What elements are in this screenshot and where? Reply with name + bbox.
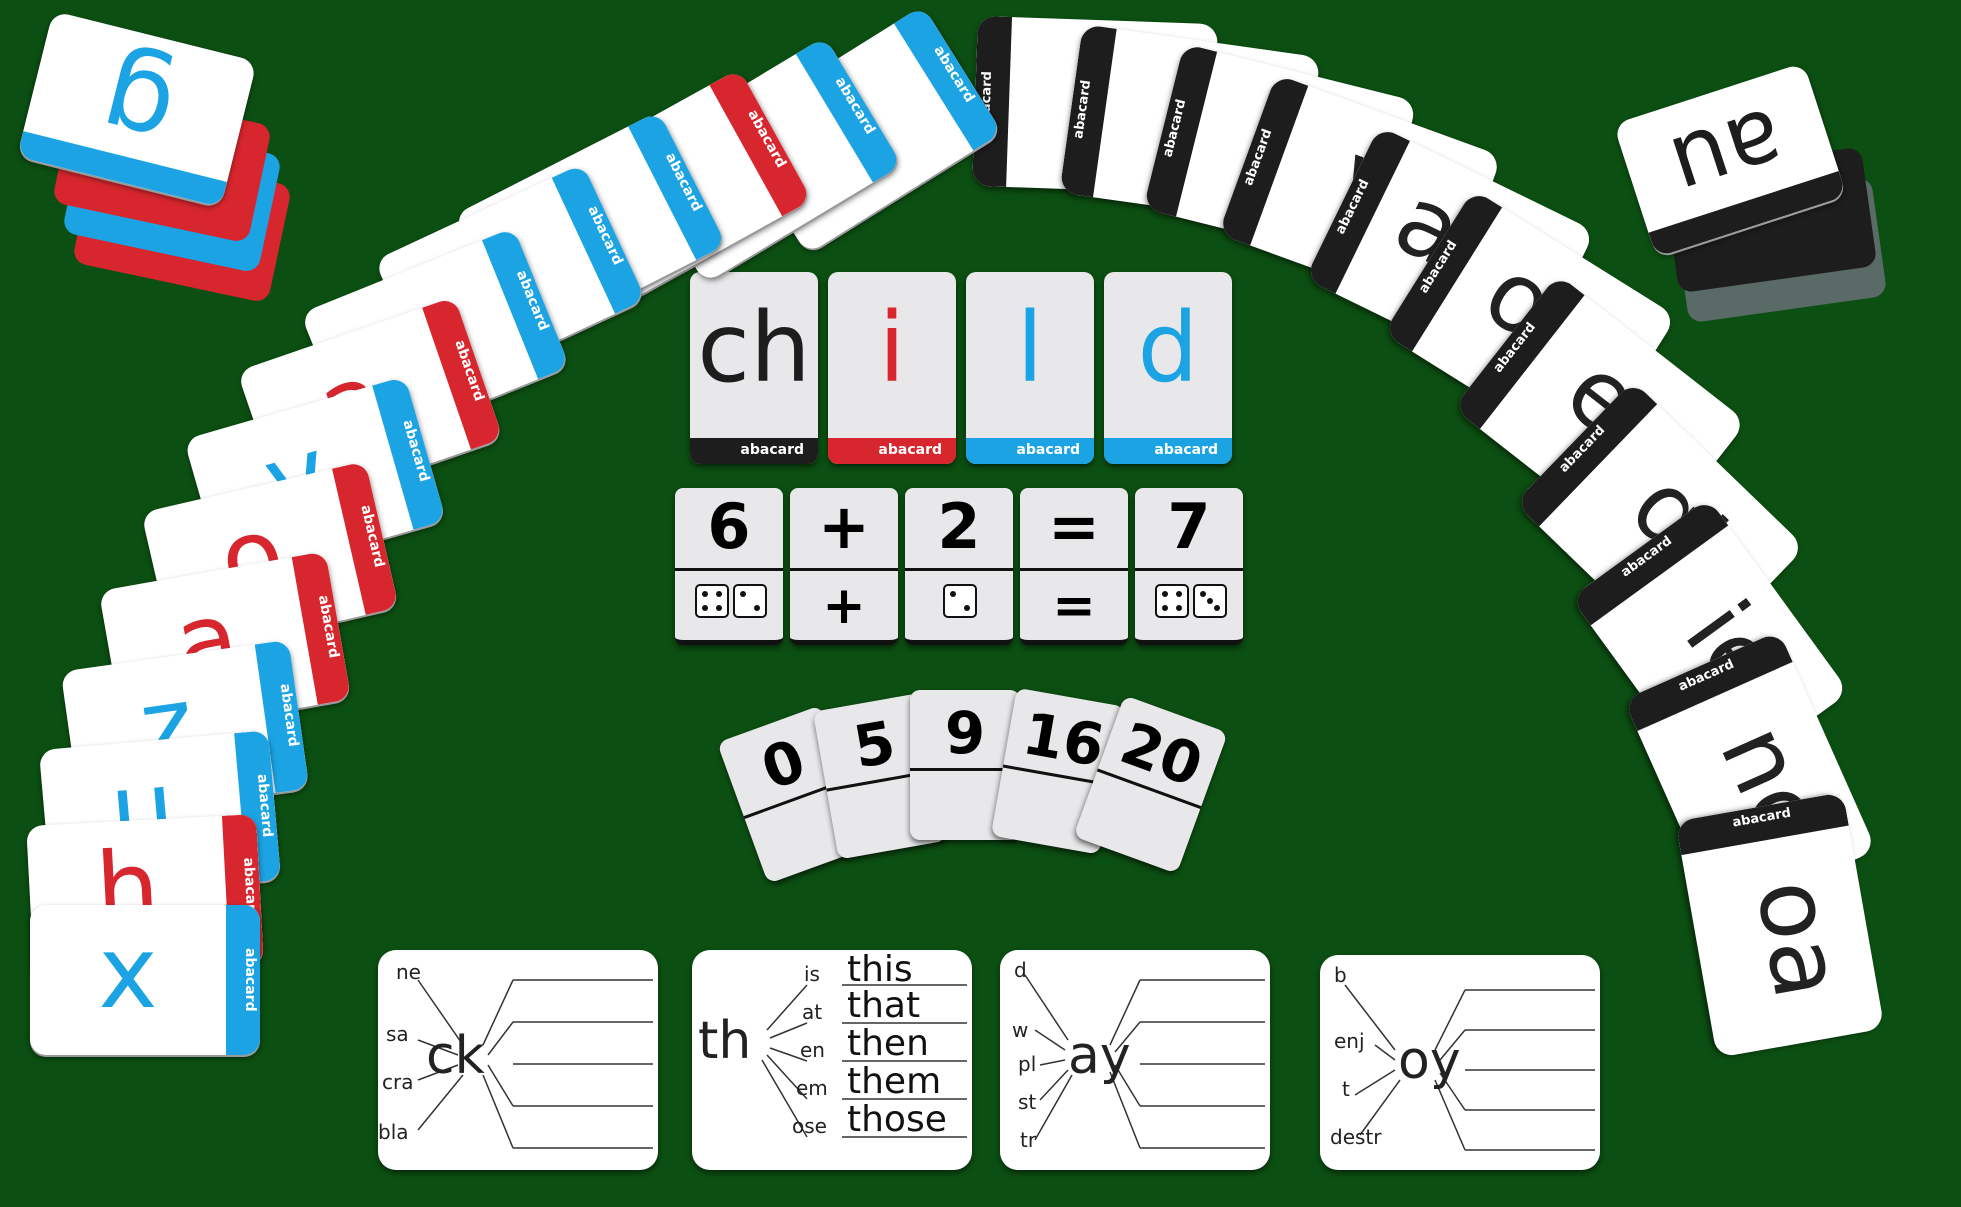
ws-prefix: ose bbox=[792, 1114, 827, 1138]
math-card-2: 2 bbox=[905, 488, 1013, 645]
math-symbol: = bbox=[1048, 490, 1100, 563]
worksheet-th: th is at en em ose this that then them t… bbox=[692, 950, 972, 1170]
left-card-stack: g bbox=[12, 10, 293, 314]
ws-prefix: bla bbox=[378, 1120, 409, 1144]
ws-prefix: en bbox=[800, 1038, 825, 1062]
ws-center: oy bbox=[1398, 1031, 1461, 1091]
brand-label: abacard bbox=[1154, 442, 1218, 458]
ws-center: th bbox=[698, 1011, 752, 1071]
word-letter: ch bbox=[697, 292, 811, 404]
ws-prefix: b bbox=[1334, 963, 1347, 987]
ws-prefix: ne bbox=[396, 960, 421, 984]
dice-four-icon bbox=[1155, 584, 1189, 618]
math-card-plus: + + bbox=[790, 488, 898, 645]
worksheet-ck: ne sa cra bla ck bbox=[378, 950, 658, 1170]
math-card-equals: = = bbox=[1020, 488, 1128, 645]
dice-two-icon bbox=[733, 584, 767, 618]
brand-label: abacard bbox=[242, 948, 258, 1012]
word-card-2: i abacard bbox=[828, 272, 956, 464]
math-symbol-lower: = bbox=[1052, 576, 1096, 636]
ws-word: those bbox=[847, 1099, 947, 1140]
math-symbol: + bbox=[818, 490, 870, 563]
math-symbol: 6 bbox=[707, 490, 751, 563]
brand-label: abacard bbox=[878, 442, 942, 458]
number-value: 9 bbox=[944, 699, 986, 767]
ws-prefix: pl bbox=[1018, 1052, 1037, 1076]
ws-prefix: t bbox=[1342, 1077, 1350, 1101]
word-card-3: l abacard bbox=[966, 272, 1094, 464]
left-arc-card: abacard x bbox=[30, 905, 260, 1055]
math-card-6: 6 bbox=[675, 488, 783, 645]
worksheet-ay: d w pl st tr ay bbox=[1000, 950, 1270, 1170]
card-letter: x bbox=[98, 914, 158, 1031]
word-letter: d bbox=[1137, 292, 1199, 404]
dice-two-icon bbox=[943, 584, 977, 618]
ws-prefix: destr bbox=[1330, 1125, 1382, 1149]
word-letter: l bbox=[1016, 292, 1044, 404]
ws-prefix: st bbox=[1018, 1090, 1037, 1114]
ws-prefix: em bbox=[796, 1076, 828, 1100]
math-symbol-lower: + bbox=[822, 576, 866, 636]
ws-word: that bbox=[847, 985, 921, 1026]
math-symbol: 2 bbox=[937, 490, 981, 563]
ws-word: them bbox=[847, 1061, 942, 1102]
math-symbol: 7 bbox=[1167, 490, 1211, 563]
ws-prefix: d bbox=[1014, 958, 1027, 982]
ws-word: this bbox=[847, 949, 913, 990]
ws-prefix: enj bbox=[1334, 1029, 1365, 1053]
ws-prefix: at bbox=[802, 1000, 823, 1024]
math-card-7: 7 bbox=[1135, 488, 1243, 645]
ws-prefix: is bbox=[804, 962, 820, 986]
brand-label: abacard bbox=[740, 442, 804, 458]
ws-word: then bbox=[847, 1023, 929, 1064]
card-letter: oa bbox=[1734, 871, 1866, 1007]
number-card-9: 9 bbox=[910, 690, 1020, 840]
word-card-1: ch abacard bbox=[690, 272, 818, 464]
ws-center: ck bbox=[426, 1026, 485, 1086]
word-letter: i bbox=[878, 292, 906, 404]
dice-three-icon bbox=[1193, 584, 1227, 618]
word-card-4: d abacard bbox=[1104, 272, 1232, 464]
ws-prefix: sa bbox=[386, 1022, 409, 1046]
number-value: 20 bbox=[1112, 708, 1212, 801]
brand-label: abacard bbox=[1016, 442, 1080, 458]
dice-four-icon bbox=[695, 584, 729, 618]
ws-prefix: cra bbox=[382, 1070, 414, 1094]
ws-center: ay bbox=[1068, 1026, 1131, 1086]
left-stack-top-card: g bbox=[16, 10, 258, 208]
ws-prefix: w bbox=[1012, 1018, 1029, 1042]
worksheet-oy: b enj t destr oy bbox=[1320, 955, 1600, 1170]
ws-prefix: tr bbox=[1020, 1128, 1037, 1152]
